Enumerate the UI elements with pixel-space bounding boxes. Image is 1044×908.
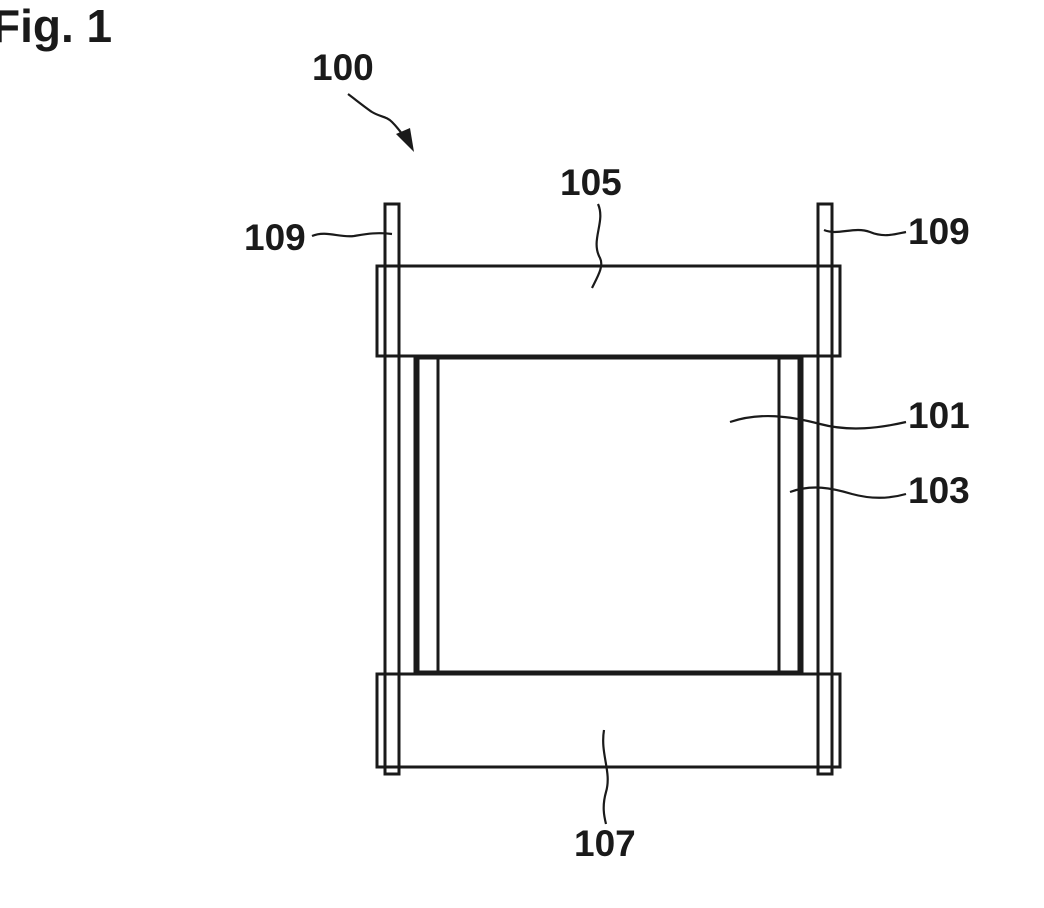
core-frame [415, 356, 802, 674]
bottom-block [399, 674, 818, 767]
leader-top-block [592, 204, 601, 288]
label-bottom-block: 107 [574, 823, 636, 864]
bottom-block-left-tab [377, 674, 399, 767]
label-assembly: 100 [312, 47, 374, 88]
side-layer-left [418, 358, 438, 672]
figure-title: Fig. 1 [0, 0, 112, 52]
side-layer-right [779, 358, 799, 672]
label-top-block: 105 [560, 162, 622, 203]
top-block-right-tab [818, 266, 840, 356]
label-side-layer: 103 [908, 470, 970, 511]
end-plate-left [385, 204, 399, 774]
label-end-plate-left: 109 [244, 217, 306, 258]
top-block [399, 266, 818, 356]
leader-end-plate-left [312, 233, 392, 236]
assembly-arrowhead [396, 128, 414, 152]
leader-end-plate-right [824, 230, 906, 235]
label-core: 101 [908, 395, 970, 436]
core [438, 358, 779, 672]
top-block-left-tab [377, 266, 399, 356]
label-end-plate-right: 109 [908, 211, 970, 252]
bottom-block-right-tab [818, 674, 840, 767]
leader-side-layer [790, 488, 906, 498]
leader-bottom-block [603, 730, 608, 824]
